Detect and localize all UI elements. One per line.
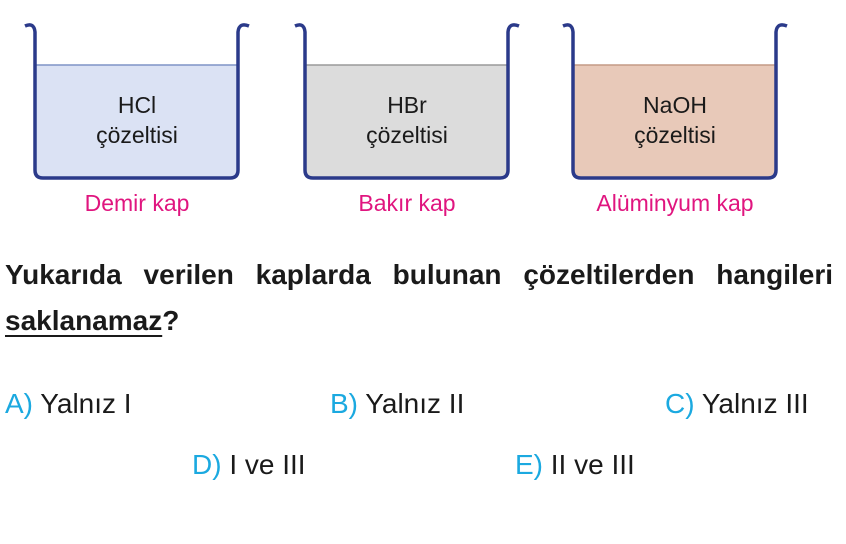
option-text: II ve III xyxy=(550,449,635,480)
option-c[interactable]: C) Yalnız III xyxy=(665,388,809,420)
option-text: I ve III xyxy=(229,449,306,480)
container-label: Alüminyum kap xyxy=(596,190,754,216)
solution-name: NaOH xyxy=(643,92,707,118)
solution-word: çözeltisi xyxy=(634,122,716,148)
option-text: Yalnız III xyxy=(701,388,809,419)
option-text: Yalnız I xyxy=(40,388,132,419)
beaker-2-icon xyxy=(294,23,520,180)
container-label: Bakır kap xyxy=(358,190,456,216)
solution-word: çözeltisi xyxy=(366,122,448,148)
option-b[interactable]: B) Yalnız II xyxy=(330,388,464,420)
container-label: Demir kap xyxy=(84,190,190,216)
question-body: Yukarıda verilen kaplarda bulunan çözelt… xyxy=(5,259,833,290)
option-e[interactable]: E) II ve III xyxy=(515,449,635,481)
beaker-1-icon xyxy=(24,23,250,180)
option-d[interactable]: D) I ve III xyxy=(192,449,306,481)
solution-word: çözeltisi xyxy=(96,122,178,148)
beaker-3-icon xyxy=(562,23,788,180)
option-a[interactable]: A) Yalnız I xyxy=(5,388,132,420)
question-mark: ? xyxy=(162,305,180,336)
option-letter: E) xyxy=(515,449,543,480)
option-letter: D) xyxy=(192,449,222,480)
option-letter: B) xyxy=(330,388,358,419)
beaker-3: NaOH çözeltisi Alüminyum kap xyxy=(560,18,790,216)
solution-name: HCl xyxy=(117,92,157,118)
beaker-2: HBr çözeltisi Bakır kap xyxy=(292,18,522,216)
option-letter: C) xyxy=(665,388,695,419)
option-letter: A) xyxy=(5,388,33,419)
beaker-1: HCl çözeltisi Demir kap xyxy=(22,18,252,216)
solution-name: HBr xyxy=(387,92,427,118)
option-text: Yalnız II xyxy=(365,388,465,419)
question-emphasis: saklanamaz xyxy=(5,305,163,336)
question-text: Yukarıda verilen kaplarda bulunan çözelt… xyxy=(5,252,833,344)
